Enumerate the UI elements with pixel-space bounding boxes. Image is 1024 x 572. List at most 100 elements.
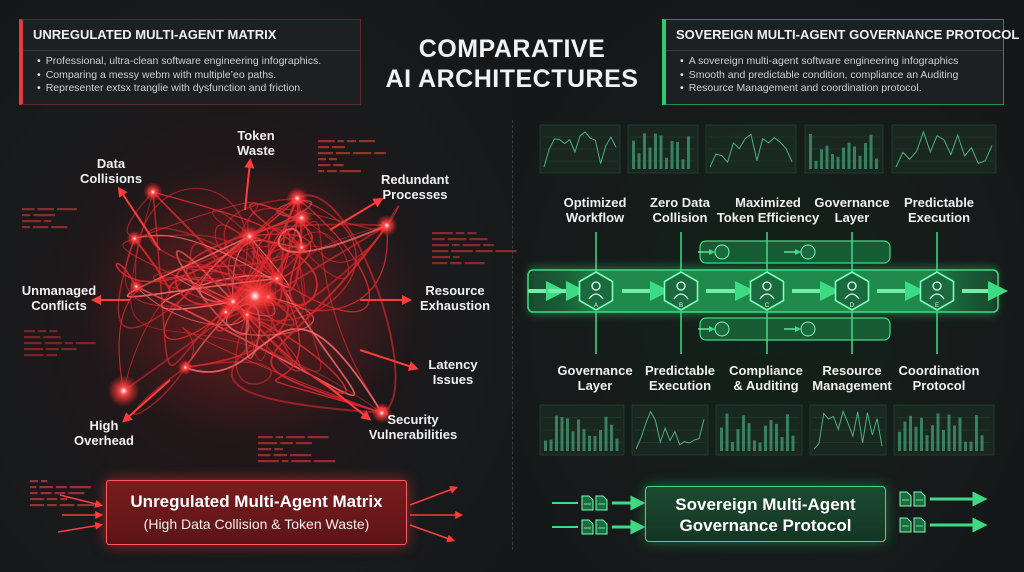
code-snippet-line xyxy=(24,348,43,351)
agent-person-icon-head xyxy=(847,281,857,291)
agent-node-letter: D xyxy=(850,303,855,309)
code-snippet-line xyxy=(24,330,35,333)
list-item: •Professional, ultra-clean software engi… xyxy=(37,55,322,67)
code-snippet-line xyxy=(37,330,47,333)
mini-dashboard-bar xyxy=(742,415,745,451)
network-path xyxy=(184,327,384,416)
network-path xyxy=(174,275,276,317)
mini-dashboard-bar xyxy=(736,429,740,451)
code-snippet-line xyxy=(452,244,460,247)
network-path xyxy=(135,217,322,372)
mini-dashboard-bar xyxy=(831,154,834,169)
agent-person-icon xyxy=(759,281,775,300)
code-snippet-line xyxy=(30,492,38,495)
mini-dashboard-bar xyxy=(604,416,608,451)
mini-dashboard-bar xyxy=(869,134,873,169)
document-icon-body xyxy=(913,517,926,533)
network-path xyxy=(212,210,251,237)
left-banner-arrow xyxy=(57,521,104,533)
code-snippet-line xyxy=(359,140,375,143)
code-snippet-line xyxy=(60,498,67,501)
network-path xyxy=(277,224,388,253)
mini-dashboard-line xyxy=(635,410,705,450)
network-node xyxy=(143,182,163,202)
code-snippet-line xyxy=(280,442,293,445)
problem-arrow xyxy=(117,186,161,251)
code-snippet-line xyxy=(353,152,372,155)
agent-node-hex xyxy=(663,271,699,311)
network-path xyxy=(270,224,388,414)
agent-person-icon xyxy=(588,281,604,300)
code-snippet-line xyxy=(447,238,467,241)
network-path xyxy=(232,224,387,307)
agent-person-icon xyxy=(929,281,945,300)
mini-dashboard-bar xyxy=(903,421,907,451)
code-snippet-line xyxy=(333,164,344,167)
mini-dashboard-bar xyxy=(753,440,756,451)
code-snippet-line xyxy=(467,232,477,235)
mini-dashboard-bar xyxy=(920,417,923,451)
left-info-panel: UNREGULATED MULTI-AGENT MATRIX •Professi… xyxy=(19,19,361,105)
code-snippet-line xyxy=(69,486,91,489)
mini-dashboard-line xyxy=(813,409,883,450)
code-snippet-line xyxy=(57,208,77,211)
mini-dashboard-bar xyxy=(582,429,586,451)
mini-dashboard-bar xyxy=(947,414,951,451)
code-snippet-line xyxy=(318,140,335,143)
document-icon xyxy=(899,517,912,533)
list-item: •Representer extsx tranglie with dysfunc… xyxy=(37,82,304,94)
mini-dashboard-bar xyxy=(764,425,767,451)
agent-node-hex xyxy=(578,271,614,311)
agent-person-icon xyxy=(844,281,860,300)
pipeline-connectors xyxy=(595,232,938,354)
network-node xyxy=(286,187,309,210)
code-snippet-line xyxy=(307,436,329,439)
code-snippet-line xyxy=(46,354,58,357)
mini-dashboard-bar xyxy=(825,145,829,169)
mini-dashboard-bar xyxy=(577,419,580,451)
benefit-bottom-compliance-auditing: Compliance& Auditing xyxy=(729,363,803,393)
code-snippet-line xyxy=(40,492,52,495)
mini-dashboard-bar xyxy=(936,413,940,451)
code-snippet-line xyxy=(273,454,288,457)
code-snippet-line xyxy=(45,348,59,351)
document-icon-body xyxy=(899,491,912,507)
document-icon xyxy=(595,519,608,535)
code-snippet-line xyxy=(59,504,75,507)
mini-dashboard-bar xyxy=(769,420,773,451)
agent-person-icon-body xyxy=(929,293,945,300)
network-path xyxy=(223,197,298,310)
network-node xyxy=(107,374,140,407)
list-item: •A sovereign multi-agent software engine… xyxy=(680,55,959,67)
code-snippet-line xyxy=(30,498,44,501)
mini-dashboard-bar xyxy=(820,149,823,169)
mini-dashboard-bar xyxy=(958,417,962,451)
document-icon xyxy=(581,519,594,535)
agent-node-letter: A xyxy=(594,303,598,309)
mini-dashboard-bar xyxy=(665,157,668,169)
code-snippet-line xyxy=(22,220,42,223)
code-snippet-line xyxy=(30,480,38,483)
mini-dashboard-bar xyxy=(953,425,956,451)
network-node xyxy=(128,279,144,295)
network-path xyxy=(118,236,259,391)
mini-dashboard-bar xyxy=(615,438,619,451)
mini-dashboard-bar xyxy=(847,142,851,169)
code-snippet-line xyxy=(22,214,31,217)
code-snippet-line xyxy=(450,262,462,265)
mini-dashboard-bar xyxy=(898,431,901,451)
code-snippet-line xyxy=(432,256,451,259)
code-snippet-line xyxy=(464,262,485,265)
code-snippet-line xyxy=(41,480,48,483)
code-snippet-line xyxy=(332,146,345,149)
code-snippet-line xyxy=(286,436,305,439)
right-info-panel: SOVEREIGN MULTI-AGENT GOVERNANCE PROTOCO… xyxy=(662,19,1019,105)
mini-dashboard-bar xyxy=(599,430,602,451)
right-banner-title-line-2: Governance Protocol xyxy=(679,516,852,535)
network-node xyxy=(290,206,313,229)
code-snippet-line xyxy=(290,454,312,457)
